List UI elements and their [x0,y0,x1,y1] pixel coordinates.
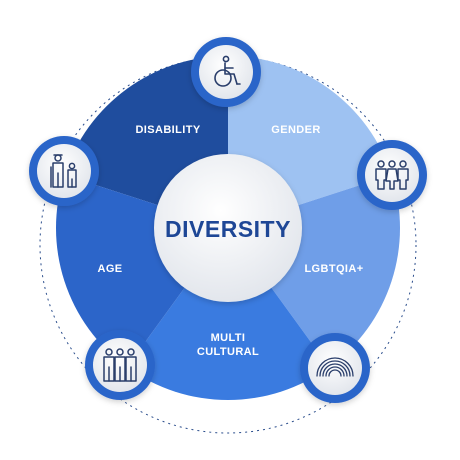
wheelchair-icon [214,55,241,87]
people-group-icon [375,160,409,190]
segment-label-age: AGE [97,263,122,275]
segment-label-line: LGBTQIA+ [304,263,363,275]
badge-age [29,136,99,206]
badge-disability [191,37,261,107]
segment-labels: DISABILITY GENDER LGBTQIA+ MULTI CULTURAL AGE [97,124,363,358]
segment-label-line: CULTURAL [197,346,259,358]
segment-label-line: DISABILITY [135,124,200,136]
segment-label-disability: DISABILITY [135,124,200,136]
segment-label-line: MULTI [211,332,246,344]
center-disc [154,154,302,302]
old-young-icon [50,154,77,188]
segment-label-gender: GENDER [271,124,320,136]
center-circle: DIVERSITY [154,154,302,302]
center-label: DIVERSITY [165,216,291,242]
badge-lgbtqia [300,333,370,403]
segment-label-lgbtqia: LGBTQIA+ [304,263,363,275]
three-people-icon [103,348,137,382]
outer-dotted-ring [39,56,417,434]
segment-label-multicultural: MULTI CULTURAL [197,332,259,358]
rainbow-icon [316,357,354,377]
segment-label-line: GENDER [271,124,320,136]
segment-label-line: AGE [97,263,122,275]
badge-gender [357,140,427,210]
badge-multicultural [85,330,155,400]
segment-multicultural [126,228,330,400]
